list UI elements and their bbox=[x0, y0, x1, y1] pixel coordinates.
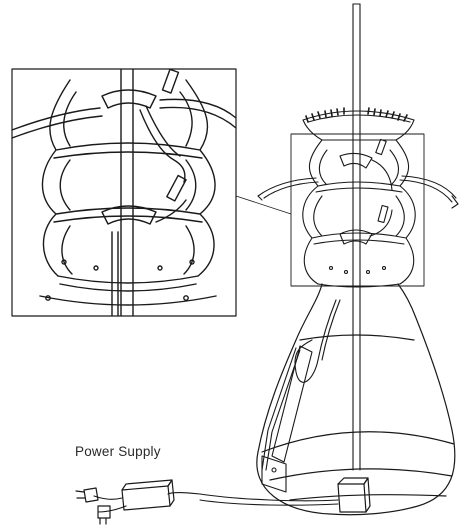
side-plate bbox=[261, 345, 313, 493]
plug-bottom bbox=[97, 505, 111, 525]
main-sockets bbox=[328, 138, 393, 275]
detail-inset bbox=[11, 68, 237, 317]
power-supply-label: Power Supply bbox=[75, 444, 161, 459]
switch-box bbox=[337, 477, 371, 513]
center-pole bbox=[352, 3, 361, 471]
top-crown bbox=[302, 107, 415, 141]
plug-left bbox=[75, 487, 99, 503]
power-adapter bbox=[121, 479, 175, 511]
wave-cage bbox=[302, 139, 416, 288]
internal-cable bbox=[261, 299, 341, 471]
leader-line bbox=[235, 195, 292, 215]
ring-arms bbox=[257, 175, 459, 209]
detail-target-frame bbox=[290, 133, 425, 287]
flask-base bbox=[256, 283, 456, 516]
